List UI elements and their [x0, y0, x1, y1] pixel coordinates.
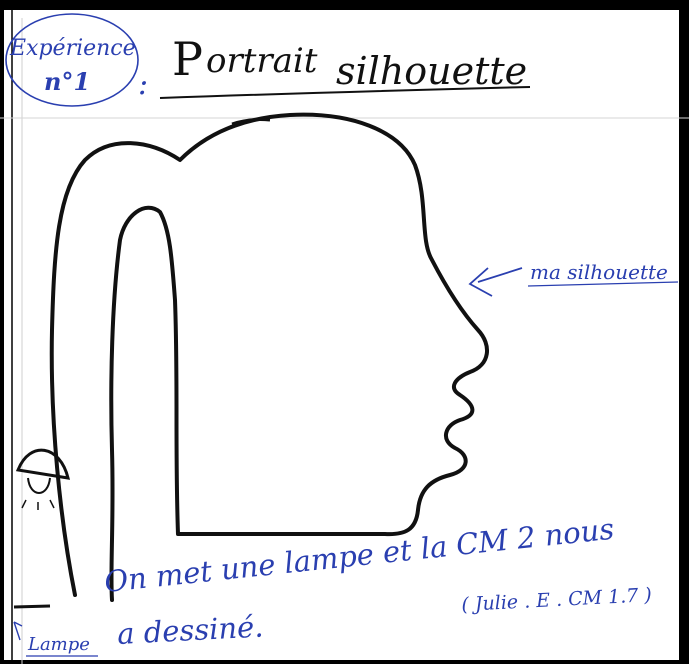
silhouette-label-underline [527, 281, 679, 287]
title-separator: : [138, 67, 149, 102]
experience-oval [5, 13, 139, 107]
lamp-ray-3 [49, 499, 55, 509]
title-underline [159, 86, 531, 99]
lamp-bulb [27, 477, 51, 494]
lamp-ray-1 [21, 499, 27, 509]
caption-line-2: a dessiné. [116, 609, 265, 651]
silhouette-label: ma silhouette [530, 260, 668, 284]
experience-label: Expérience [10, 36, 136, 61]
title-word-portrait: ortrait [206, 41, 318, 81]
lamp-label: Lampe [28, 634, 90, 655]
lamp-arrow [13, 621, 23, 641]
hair-band [231, 118, 271, 126]
lamp-shade [15, 448, 70, 480]
lamp-stand [13, 604, 51, 609]
title-word-silhouette: silhouette [336, 49, 528, 93]
experience-number: n°1 [44, 67, 91, 96]
silhouette-arrow-shaft [477, 267, 523, 283]
title-initial: P [172, 32, 203, 86]
silhouette-arrow-head [468, 267, 493, 297]
silhouette-outline [49, 112, 489, 602]
